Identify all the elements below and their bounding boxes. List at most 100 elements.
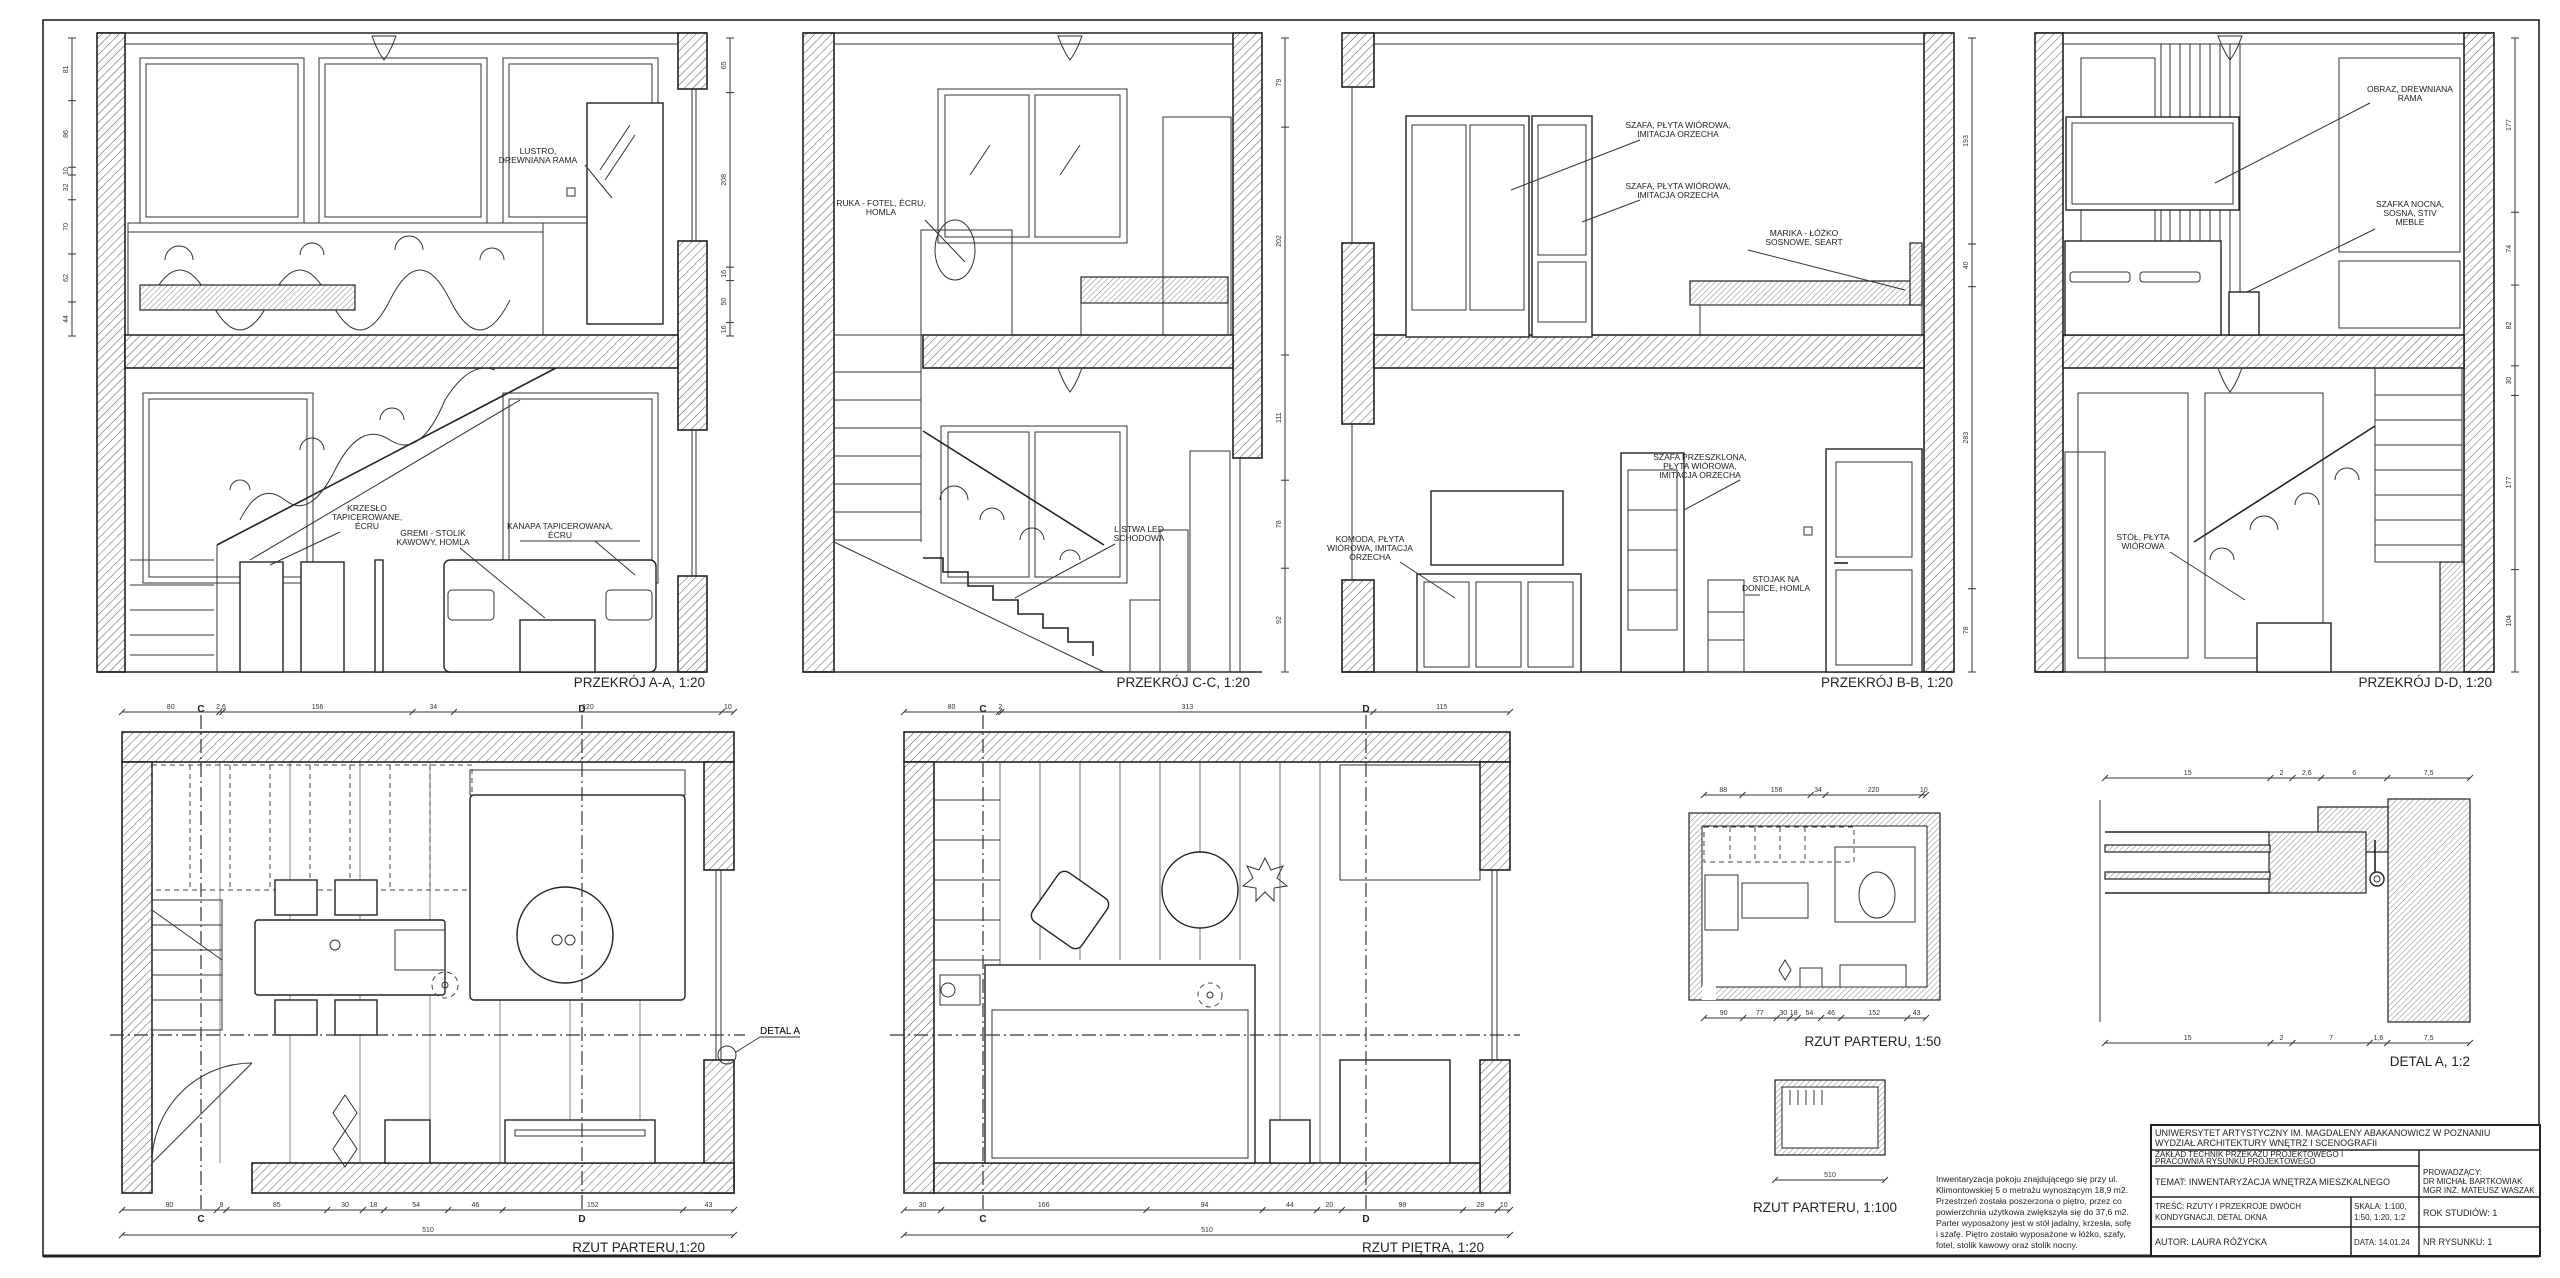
dimension-value: 156 (1771, 787, 1783, 794)
dimension-value: 2 (998, 704, 1002, 711)
section-d-d: OBRAZ, DREWNIANA RAMA SZAFKA NOCNA, SOSN… (2034, 32, 2519, 690)
dimension-tick (1506, 1231, 1514, 1239)
dimension-tick (900, 1206, 908, 1214)
dimension-value: 208 (721, 174, 728, 186)
dimension-value: 156 (312, 704, 324, 711)
dimension-tick (213, 1206, 221, 1214)
label-chair: ÉCRU (355, 521, 379, 531)
label-nightstand: MEBLE (2396, 217, 2425, 227)
dimension-tick (118, 1231, 126, 1239)
plan-1-100-title: RZUT PARTERU, 1:100 (1753, 1200, 1897, 1215)
dimension-value: 18 (370, 1202, 378, 1209)
dimension-tick (730, 708, 738, 716)
ground-floor-plan-1-100: 510 RZUT PARTERU, 1:100 (1753, 1079, 1897, 1215)
dimension-value: 92 (1276, 616, 1283, 624)
dimension-value: 85 (273, 1202, 281, 1209)
section-d-d-title: PRZEKRÓJ D-D, 1:20 (2358, 675, 2492, 690)
section-a-a-title: PRZEKRÓJ A-A, 1:20 (574, 675, 705, 690)
dimension-tick (1494, 1206, 1501, 1214)
plan-1-50-title: RZUT PARTERU, 1:50 (1804, 1034, 1941, 1049)
date: DATA: 14.01.24 (2354, 1238, 2410, 1247)
table (2256, 622, 2332, 673)
ground-plan-title: RZUT PARTERU,1:20 (572, 1240, 705, 1255)
detail-callout (717, 1045, 737, 1065)
dimension-value: 78 (1276, 520, 1283, 528)
dimension-tick (2289, 1039, 2296, 1047)
dimension-tick (223, 1206, 230, 1214)
dimension-value: 16 (721, 325, 728, 333)
section-mark: C (197, 704, 204, 715)
chandelier-icon (1057, 35, 1083, 393)
section-mark: C (197, 1214, 204, 1225)
dimension-value: 10 (724, 704, 732, 711)
dimension-tick (219, 708, 226, 716)
staircase (833, 430, 1105, 673)
dimension-value: 111 (1276, 412, 1283, 423)
sheet-frame (42, 19, 2540, 1258)
dimension-tick (718, 708, 726, 716)
dimension-value: 152 (587, 1202, 599, 1209)
faculty-name: WYDZIAŁ ARCHITEKTURY WNĘTRZ I SCENOGRAFI… (2155, 1138, 2377, 1148)
topic: TEMAT: INWENTARYZACJA WNĘTRZA MIESZKALNE… (2155, 1177, 2390, 1187)
stairs (151, 899, 223, 1031)
section-mark: D (578, 1214, 585, 1225)
bed (1080, 276, 1229, 336)
department-name: PRACOWNIA RYSUNKU PROJEKTOWEGO (2155, 1157, 2316, 1166)
section-a-a: LUSTRO, DREWNIANA RAMA KRZESŁO TAPICEROW… (63, 32, 734, 690)
dimension-tick (409, 708, 416, 716)
description-line: powierzchnia użytkowa zwiększyła się do … (1936, 1207, 2129, 1217)
wall-left (96, 32, 126, 673)
label-painting: RAMA (2398, 93, 2423, 103)
description-line: Inwentaryzacja pokoju znajdującego się p… (1936, 1174, 2118, 1184)
plant-stand (1707, 579, 1745, 673)
dimension-tick (1773, 1014, 1781, 1022)
dimension-value: 79 (1276, 79, 1283, 87)
dimension-value: 177 (2506, 477, 2513, 489)
dimension-tick (1259, 1206, 1267, 1214)
dimension-value: 54 (1805, 1010, 1813, 1017)
dimension-tick (1922, 791, 1930, 799)
dining-chairs (239, 559, 384, 673)
dimension-value: 152 (1868, 1010, 1880, 1017)
dimension-tick (937, 1206, 945, 1214)
chandelier-icon (2217, 35, 2243, 393)
section-b-b: SZAFA, PŁYTA WIÓROWA, IMITACJA ORZECHA S… (1327, 32, 1976, 690)
dimension-tick (730, 1231, 738, 1239)
detail-a-title: DETAL A, 1:2 (2390, 1054, 2470, 1069)
dimension-value: 81 (63, 65, 70, 73)
dresser (1416, 573, 1582, 673)
dimension-tick (1822, 791, 1829, 799)
dimension-tick (2267, 774, 2274, 782)
description-line: Parter wyposażony jest w stół jadalny, k… (1936, 1218, 2131, 1228)
label-chair: KRZESŁO (347, 503, 387, 513)
dimension-tick (1459, 1206, 1467, 1214)
dimension-value: 62 (63, 274, 70, 282)
dimension-value: 202 (1276, 235, 1283, 247)
dimension-value: 80 (948, 704, 956, 711)
dimension-tick (1786, 1014, 1794, 1022)
dimension-chain: 510 (900, 1227, 1514, 1239)
dimension-tick (1143, 1206, 1150, 1214)
dimension-value: 193 (1963, 135, 1970, 147)
label-sofa: KANAPA TAPICEROWANA, (507, 521, 613, 531)
description-text: Inwentaryzacja pokoju znajdującego się p… (1936, 1174, 2131, 1250)
dimension-tick (2101, 774, 2109, 782)
section-mark: C (979, 1214, 986, 1225)
dimension-tick (1817, 1014, 1825, 1022)
dimension-tick (1794, 1014, 1801, 1022)
detail-a-marker: DETAL A (760, 1026, 800, 1037)
label-dresser: WIÓROWA, IMITACJA (1327, 543, 1413, 553)
dimension-tick (900, 708, 908, 716)
dimension-chain: 79 202 111 78 92 (1276, 37, 1289, 673)
label-nightstand: SZAFKA NOCNA, (2376, 199, 2444, 209)
label-chair: TAPICEROWANE, (332, 512, 402, 522)
coffee-table (1161, 851, 1239, 929)
dimension-value: 7 (2329, 1035, 2333, 1042)
scale: SKALA: 1:100, (2354, 1202, 2406, 1211)
dimension-value: 46 (1827, 1010, 1835, 1017)
dimension-value: 32 (63, 183, 70, 191)
dimension-tick (900, 1231, 908, 1239)
dimension-value: 7,5 (2424, 770, 2434, 777)
